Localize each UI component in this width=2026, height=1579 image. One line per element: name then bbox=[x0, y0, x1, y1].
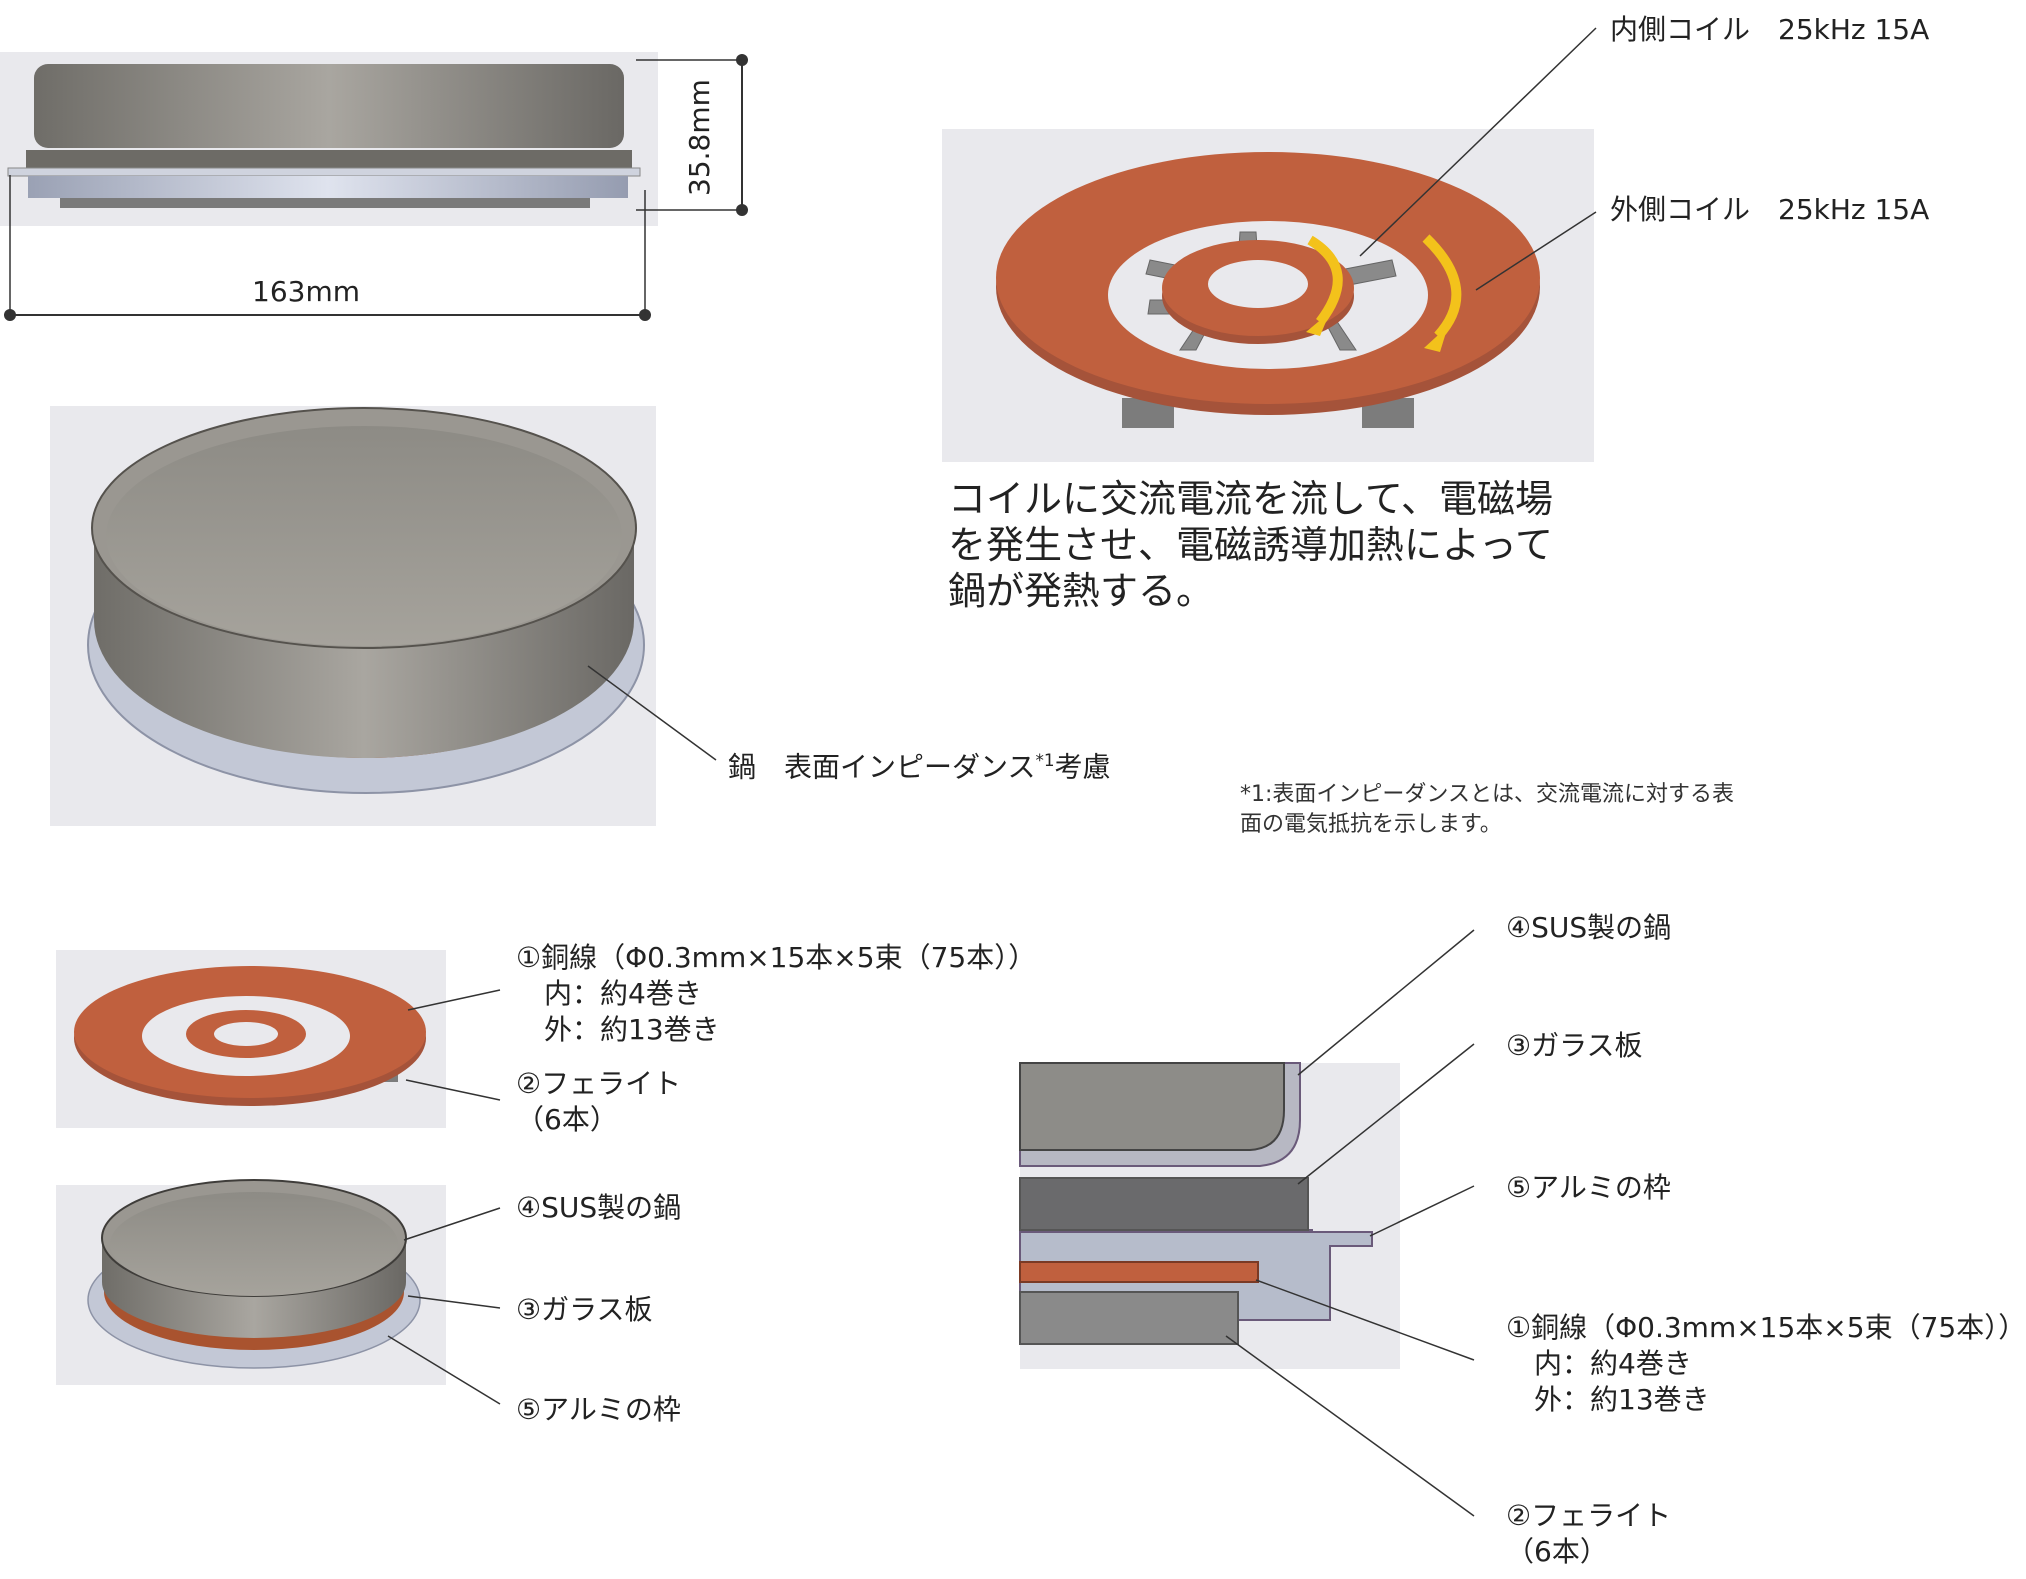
right-copper-label: ①銅線（Φ0.3mm×15本×5束（75本）） 内：約4巻き 外：約13巻き bbox=[1506, 1311, 2026, 1416]
width-dimension-label: 163mm bbox=[252, 275, 360, 308]
right-frame-label: ⑤アルミの枠 bbox=[1506, 1171, 1671, 1204]
outer-coil-label: 外側コイル 25kHz 15A bbox=[1610, 193, 1930, 226]
right-pot-label: ④SUS製の鍋 bbox=[1506, 911, 1672, 944]
description-line: 鍋が発熱する。 bbox=[948, 569, 1215, 613]
height-dimension-label: 35.8mm bbox=[683, 79, 716, 196]
footnote-marker: *1 bbox=[1035, 750, 1055, 770]
coil-view bbox=[942, 27, 1597, 462]
side-ferrite-bars bbox=[60, 198, 590, 208]
inner-current-arrow bbox=[1307, 235, 1343, 326]
xs-copper bbox=[1019, 1261, 1259, 1283]
impedance-footnote: *1:表面インピーダンスとは、交流電流に対する表 面の電気抵抗を示します。 bbox=[1240, 782, 1734, 837]
pot-impedance-label: 鍋 表面インピーダンス*1考慮 bbox=[728, 750, 1111, 784]
pot-bottom bbox=[106, 426, 622, 646]
side-frame-rim bbox=[7, 167, 641, 177]
side-view bbox=[0, 52, 748, 321]
left-copper-label: ①銅線（Φ0.3mm×15本×5束（75本）） 内：約4巻き 外：約13巻き bbox=[516, 941, 1037, 1046]
outer-current-arrow bbox=[1422, 234, 1462, 340]
side-pot-body bbox=[34, 64, 624, 148]
right-glass-label: ③ガラス板 bbox=[1506, 1029, 1643, 1062]
cross-section bbox=[1019, 929, 1475, 1517]
left-ferrite-label: ②フェライト （6本） bbox=[516, 1067, 682, 1136]
left-pot-part bbox=[56, 1179, 501, 1405]
induction-description: コイルに交流電流を流して、電磁場 を発生させ、電磁誘導加熱によって 鍋が発熱する… bbox=[948, 476, 1568, 614]
inner-coil-label: 内側コイル 25kHz 15A bbox=[1610, 13, 1930, 46]
xs-ferrite bbox=[1019, 1291, 1239, 1345]
side-glass-plate bbox=[26, 150, 632, 170]
description-line: を発生させ、電磁誘導加熱によって bbox=[948, 523, 1553, 567]
left-pot-label: ④SUS製の鍋 bbox=[516, 1191, 682, 1224]
left-coil-part bbox=[56, 950, 501, 1128]
right-ferrite-label: ②フェライト （6本） bbox=[1506, 1499, 1672, 1568]
side-aluminum-frame bbox=[28, 176, 628, 198]
left-glass-label: ③ガラス板 bbox=[516, 1293, 653, 1326]
description-line: コイルに交流電流を流して、電磁場 bbox=[948, 477, 1553, 521]
left-frame-label: ⑤アルミの枠 bbox=[516, 1393, 681, 1426]
xs-glass bbox=[1019, 1177, 1309, 1231]
pot-view bbox=[50, 406, 717, 826]
